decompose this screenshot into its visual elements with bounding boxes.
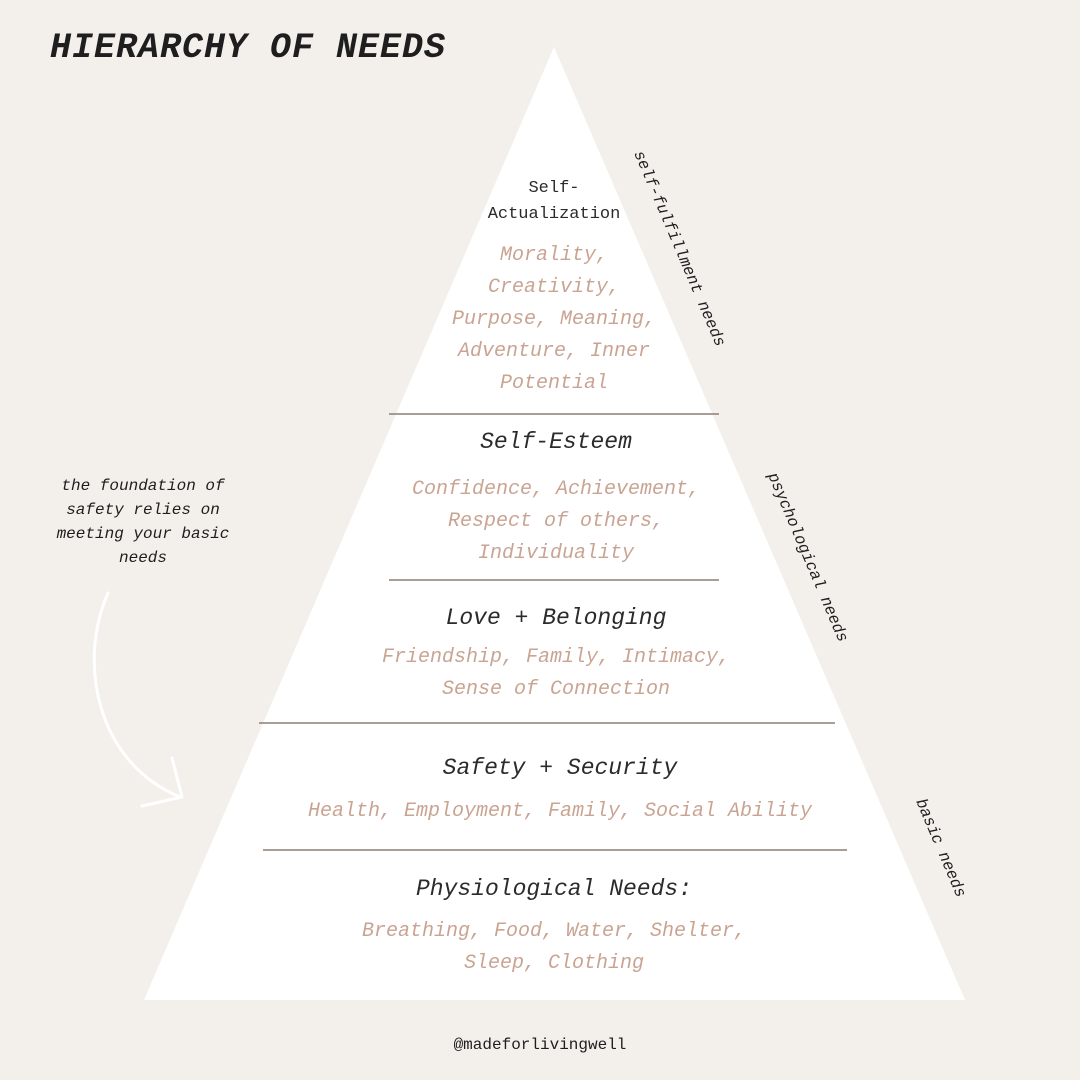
page-title: HIERARCHY OF NEEDS (50, 28, 447, 68)
curved-arrow-icon (92, 591, 182, 799)
level-items: Confidence, Achievement, Respect of othe… (411, 478, 701, 565)
pyramid-shape (144, 47, 965, 1000)
level-physiological: Physiological Needs: Breathing, Food, Wa… (304, 873, 804, 980)
level-self-actualization: Self- Actualization Morality, Creativity… (404, 176, 704, 400)
level-items: Health, Employment, Family, Social Abili… (307, 800, 813, 823)
level-title: Safety + Security (442, 755, 678, 781)
level-safety-security: Safety + Security Health, Employment, Fa… (250, 752, 870, 828)
level-self-esteem: Self-Esteem Confidence, Achievement, Res… (356, 426, 756, 570)
level-title: Self-Esteem (480, 429, 632, 455)
level-love-belonging: Love + Belonging Friendship, Family, Int… (306, 602, 806, 706)
level-title: Physiological Needs: (415, 876, 693, 902)
level-title: Self- Actualization (487, 179, 621, 224)
level-items: Morality, Creativity, Purpose, Meaning, … (451, 244, 657, 395)
level-title: Love + Belonging (445, 605, 667, 631)
level-items: Breathing, Food, Water, Shelter, Sleep, … (361, 920, 747, 975)
foundation-note: the foundation of safety relies on meeti… (56, 477, 230, 567)
arrow-head-icon (140, 756, 184, 808)
footer-handle: @madeforlivingwell (453, 1036, 627, 1054)
level-items: Friendship, Family, Intimacy, Sense of C… (381, 646, 731, 701)
